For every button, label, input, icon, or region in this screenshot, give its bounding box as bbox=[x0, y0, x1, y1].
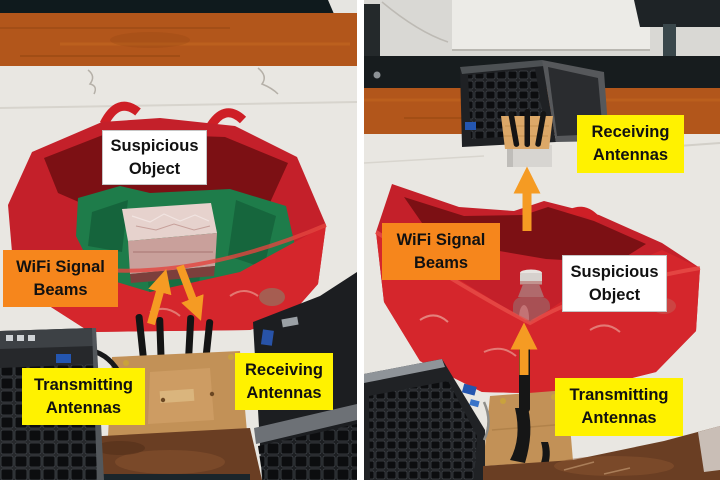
label-line: Suspicious bbox=[570, 262, 659, 281]
label-line: Suspicious bbox=[110, 136, 199, 155]
label-line: Beams bbox=[413, 253, 469, 272]
label-line: Antennas bbox=[45, 398, 122, 417]
label-line: Beams bbox=[33, 280, 88, 299]
photo-panel-left: Suspicious Object WiFi Signal Beams Tran… bbox=[0, 0, 357, 480]
label-transmitting-antennas-left: Transmitting Antennas bbox=[22, 368, 145, 425]
dark-background-strip-left bbox=[0, 0, 357, 13]
receiving-antennas-sticks bbox=[508, 109, 547, 147]
label-transmitting-antennas-right: Transmitting Antennas bbox=[555, 378, 683, 436]
paper-tears-left bbox=[0, 67, 357, 109]
label-line: Antennas bbox=[246, 383, 322, 402]
label-line: Object bbox=[588, 285, 641, 304]
label-suspicious-object-left: Suspicious Object bbox=[102, 130, 207, 185]
label-receiving-antennas-right: Receiving Antennas bbox=[577, 115, 684, 173]
label-wifi-signal-beams-left: WiFi Signal Beams bbox=[3, 250, 118, 307]
receiving-antenna-mount-right bbox=[501, 109, 553, 167]
wall-right bbox=[364, 0, 720, 82]
photo-panel-right: Receiving Antennas WiFi Signal Beams Sus… bbox=[364, 0, 720, 480]
label-line: Antennas bbox=[592, 146, 669, 164]
label-line: Transmitting bbox=[569, 386, 669, 405]
label-line: Antennas bbox=[581, 409, 657, 427]
label-wifi-signal-beams-right: WiFi Signal Beams bbox=[382, 223, 500, 280]
label-receiving-antennas-left: Receiving Antennas bbox=[235, 353, 333, 410]
table-wood-bottom-right bbox=[483, 426, 720, 480]
label-line: Receiving bbox=[591, 123, 670, 142]
label-line: Transmitting bbox=[33, 375, 133, 394]
beam-arrow-up-icon bbox=[147, 268, 172, 326]
label-suspicious-object-right: Suspicious Object bbox=[562, 255, 667, 312]
wood-plank-left bbox=[0, 13, 357, 66]
laptop-bottom-right-panel bbox=[364, 359, 490, 480]
label-line: WiFi Signal bbox=[396, 230, 486, 249]
label-line: Receiving bbox=[245, 360, 323, 379]
table-wood-bottom-left bbox=[82, 428, 262, 480]
label-line: Object bbox=[128, 159, 181, 178]
wifi-beam-arrows-left bbox=[147, 264, 204, 326]
wifi-beam-arrows-right bbox=[510, 166, 541, 375]
label-line: WiFi Signal bbox=[16, 257, 105, 276]
foil-wrapped-box-left bbox=[122, 203, 217, 283]
beam-arrow-down-icon bbox=[176, 264, 204, 321]
shopping-bag-left bbox=[8, 101, 327, 332]
